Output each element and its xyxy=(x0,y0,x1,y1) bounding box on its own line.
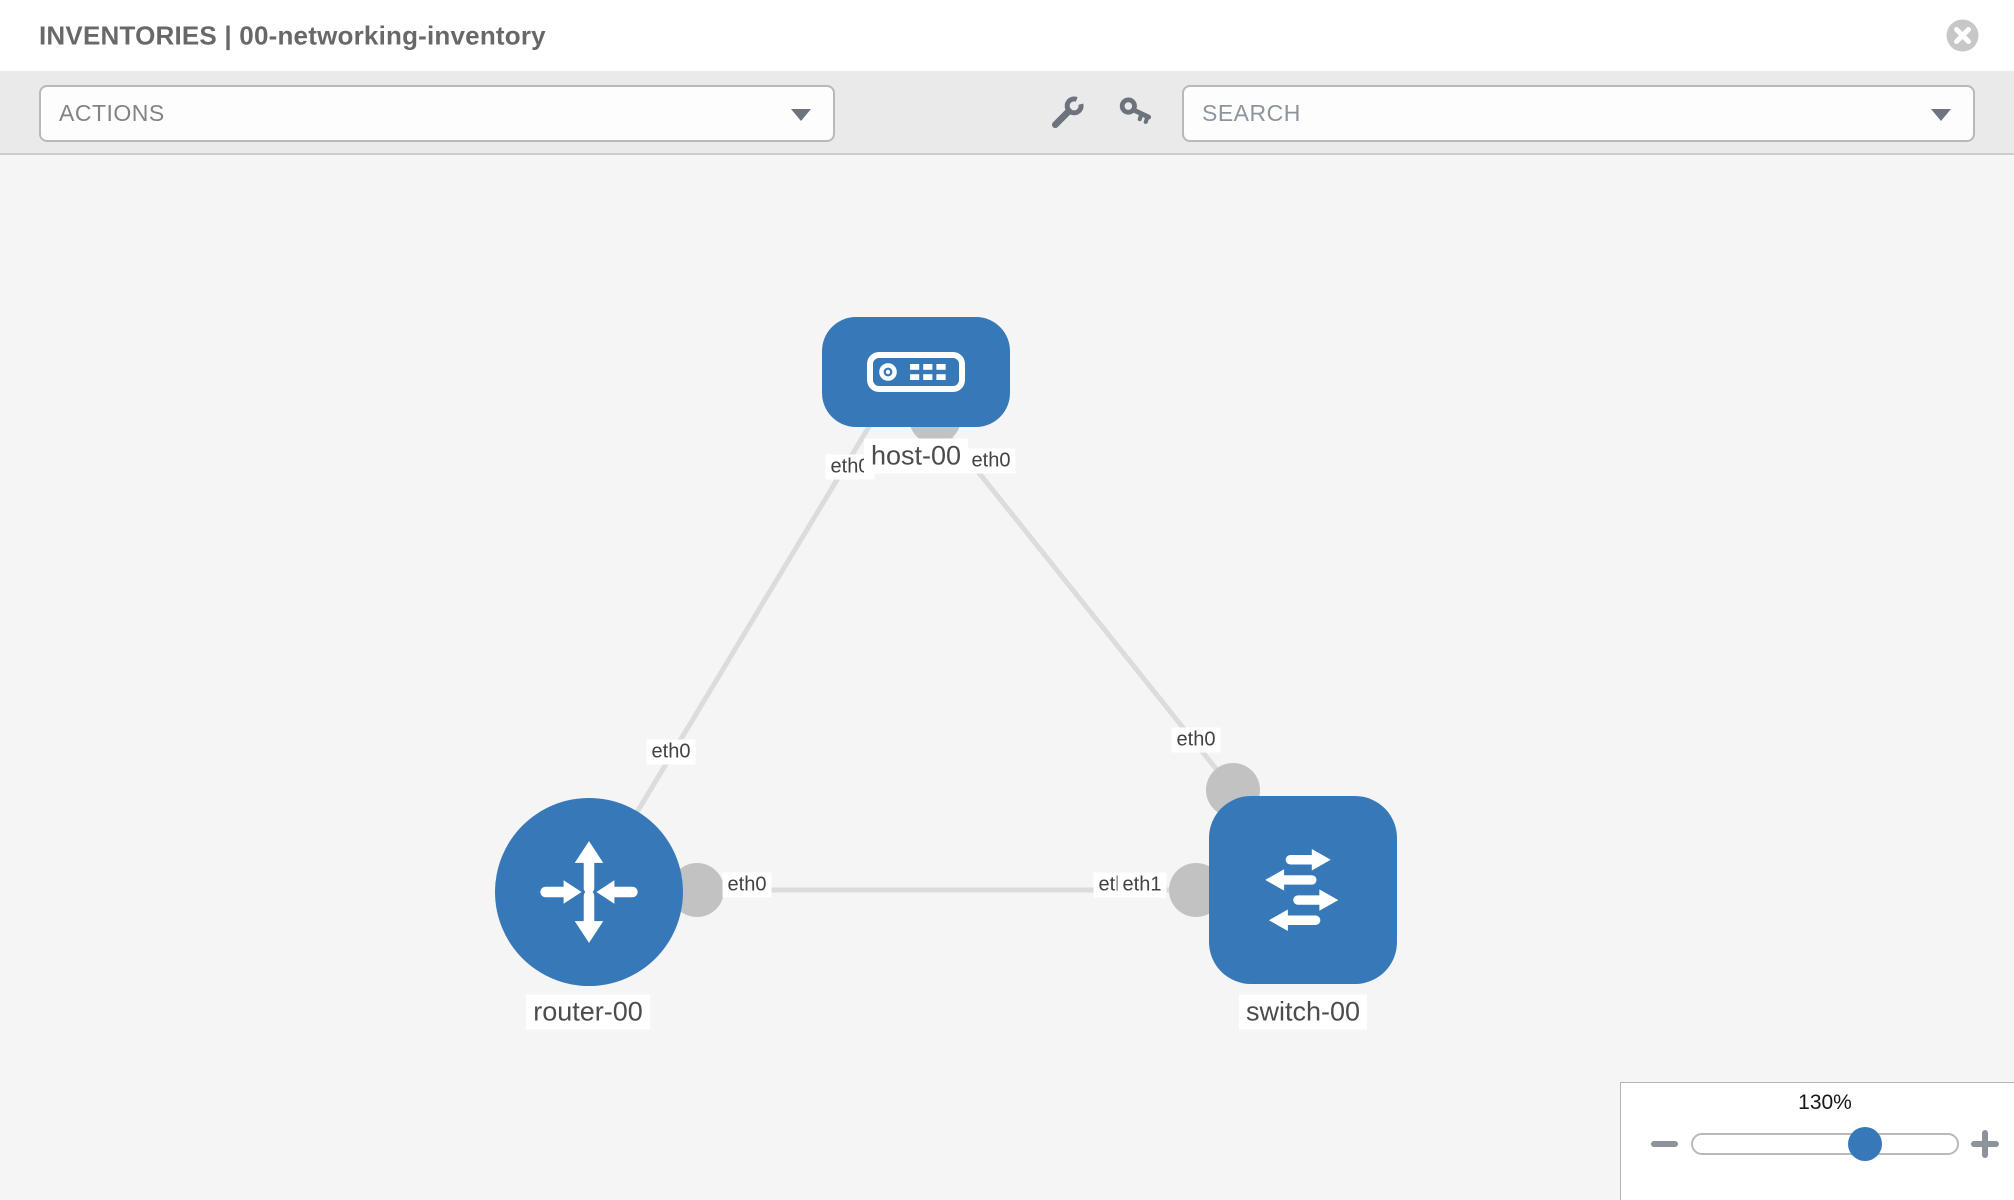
node-host-00[interactable] xyxy=(822,317,1010,427)
chevron-down-icon xyxy=(1931,108,1951,121)
node-label-host-00: host-00 xyxy=(863,438,969,474)
node-router-00[interactable] xyxy=(495,798,683,986)
node-label-switch-00: switch-00 xyxy=(1238,994,1368,1030)
interface-label: eth0 xyxy=(646,739,696,765)
node-label-router-00: router-00 xyxy=(526,994,650,1030)
interface-label: eth0 xyxy=(966,448,1016,474)
chevron-down-icon xyxy=(791,108,811,121)
header: INVENTORIES | 00-networking-inventory xyxy=(0,0,2014,71)
close-button[interactable] xyxy=(1946,19,1979,52)
close-icon xyxy=(1946,19,1979,52)
node-switch-00[interactable] xyxy=(1209,796,1397,984)
key-button[interactable] xyxy=(1116,94,1154,132)
key-icon xyxy=(1119,97,1152,124)
actions-dropdown-label: ACTIONS xyxy=(59,100,165,126)
actions-dropdown[interactable]: ACTIONS xyxy=(39,85,835,142)
host-server-icon xyxy=(867,352,965,392)
toolbar: ACTIONS SEARCH xyxy=(0,71,2014,155)
zoom-in-button[interactable] xyxy=(1971,1130,1999,1158)
zoom-out-button[interactable] xyxy=(1651,1141,1678,1147)
router-arrows-icon xyxy=(540,841,638,943)
interface-label: eth0 xyxy=(1171,727,1221,753)
zoom-level: 130% xyxy=(1798,1091,1852,1114)
search-dropdown-placeholder: SEARCH xyxy=(1202,100,1301,126)
topology-canvas[interactable] xyxy=(0,155,2014,1200)
wrench-button[interactable] xyxy=(1048,94,1087,132)
interface-label: eth0 xyxy=(722,872,772,898)
page-title: INVENTORIES | 00-networking-inventory xyxy=(39,20,546,50)
zoom-slider-thumb[interactable] xyxy=(1848,1127,1882,1161)
search-dropdown[interactable]: SEARCH xyxy=(1182,85,1975,142)
switch-arrows-icon xyxy=(1265,849,1339,931)
zoom-panel: 130% xyxy=(1620,1082,2014,1200)
interface-label: eth1 xyxy=(1117,872,1167,898)
zoom-slider-track[interactable] xyxy=(1691,1127,1959,1161)
wrench-icon xyxy=(1051,94,1087,129)
